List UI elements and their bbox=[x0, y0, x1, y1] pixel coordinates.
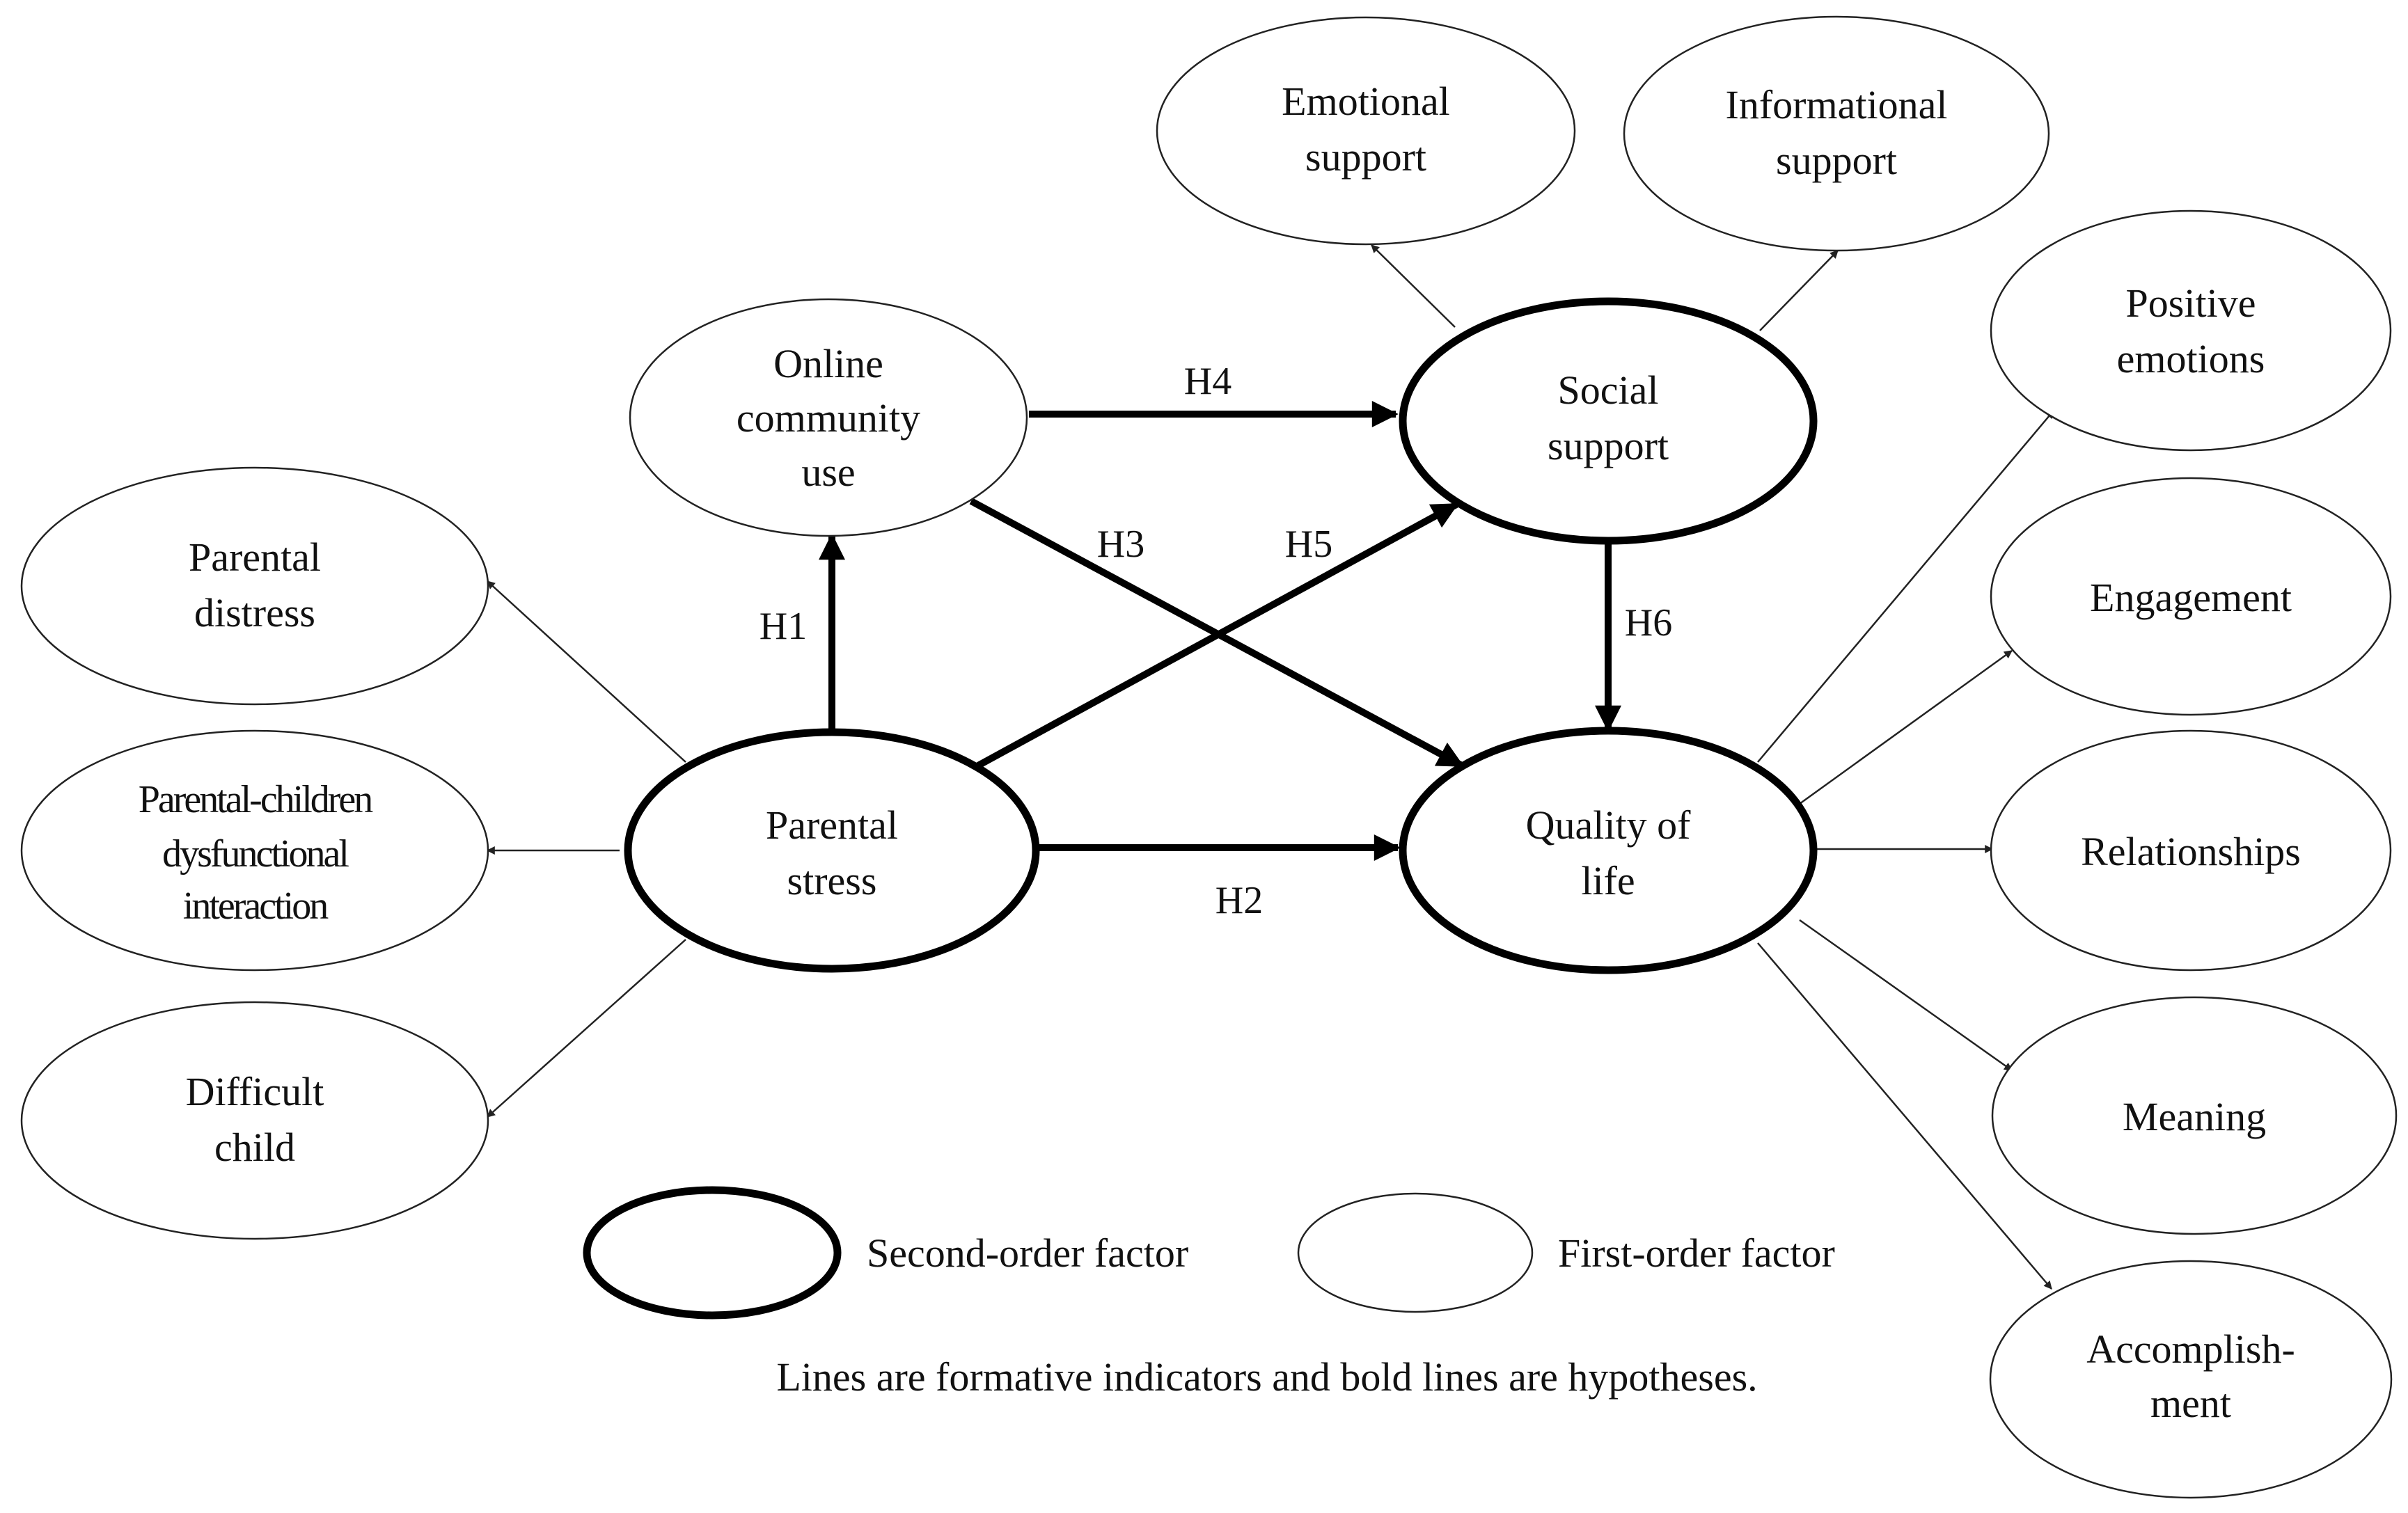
indicator-line-emotional-support bbox=[1371, 244, 1456, 328]
node-label-line: community bbox=[737, 395, 920, 441]
indicator-line-positive-emotions bbox=[1757, 410, 2054, 763]
hypothesis-lines bbox=[819, 401, 1621, 861]
hypothesis-labels: H1 H2 H3 H4 H5 H6 bbox=[760, 360, 1672, 922]
indicator-line-difficult-child bbox=[487, 939, 686, 1118]
node-label-line: Difficult bbox=[186, 1069, 324, 1114]
hypothesis-label-h6: H6 bbox=[1625, 601, 1672, 644]
node-emotional-support: Emotional support bbox=[1156, 16, 1576, 246]
node-label-line: Parental bbox=[189, 534, 321, 580]
diagram-caption: Lines are formative indicators and bold … bbox=[776, 1354, 1757, 1400]
node-label-line: interaction bbox=[183, 885, 329, 928]
indicator-line-parental-distress bbox=[487, 580, 686, 763]
legend-second-order-label: Second-order factor bbox=[867, 1230, 1188, 1276]
node-label-line: dysfunctional bbox=[162, 832, 349, 876]
indicator-line-accomplishment bbox=[1757, 942, 2052, 1290]
node-label-line: Quality of bbox=[1526, 802, 1691, 848]
hypothesis-label-h1: H1 bbox=[760, 605, 807, 648]
node-parental-children-dysfunctional-interaction: Parental-children dysfunctional interact… bbox=[20, 729, 489, 972]
legend-first-order-swatch bbox=[1297, 1192, 1534, 1313]
node-label-line: ment bbox=[2150, 1381, 2231, 1426]
node-meaning: Meaning bbox=[1991, 996, 2398, 1235]
node-parental-distress: Parental distress bbox=[20, 466, 489, 706]
node-label-line: use bbox=[801, 450, 855, 495]
node-label-line: Positive bbox=[2126, 280, 2256, 326]
hypothesis-label-h4: H4 bbox=[1184, 360, 1231, 403]
node-label-line: Social bbox=[1558, 367, 1659, 413]
node-informational-support: Informational support bbox=[1623, 15, 2050, 252]
node-label-line: distress bbox=[194, 590, 315, 635]
node-label-line: support bbox=[1548, 423, 1669, 468]
node-label-line: Informational bbox=[1726, 82, 1948, 127]
legend: Second-order factor First-order factor bbox=[583, 1186, 1835, 1320]
node-label-line: support bbox=[1305, 134, 1426, 180]
node-label-line: Parental-children bbox=[139, 778, 374, 821]
formative-indicator-lines bbox=[486, 244, 2054, 1290]
node-label-line: Emotional bbox=[1282, 79, 1450, 124]
node-label-line: support bbox=[1776, 138, 1897, 183]
node-label-line: emotions bbox=[2117, 336, 2265, 381]
node-label-line: Relationships bbox=[2081, 829, 2301, 874]
node-social-support: Social support bbox=[1399, 297, 1818, 545]
node-label-line: Engagement bbox=[2090, 575, 2292, 620]
hypothesis-label-h5: H5 bbox=[1285, 523, 1332, 566]
node-label-line: life bbox=[1581, 858, 1635, 903]
node-label-line: stress bbox=[787, 858, 877, 903]
indicator-line-informational-support bbox=[1759, 250, 1839, 331]
node-engagement: Engagement bbox=[1990, 477, 2392, 716]
node-label-line: Meaning bbox=[2123, 1094, 2266, 1139]
legend-second-order-swatch bbox=[583, 1186, 842, 1320]
node-label-line: Parental bbox=[766, 802, 898, 848]
node-accomplishment: Accomplish- ment bbox=[1989, 1260, 2393, 1499]
node-quality-of-life: Quality of life bbox=[1399, 727, 1818, 974]
hypothesis-line-h5 bbox=[976, 501, 1459, 769]
hypothesis-label-h2: H2 bbox=[1215, 879, 1263, 922]
node-difficult-child: Difficult child bbox=[20, 1001, 489, 1240]
node-label-line: child bbox=[214, 1125, 295, 1170]
indicator-line-engagement bbox=[1799, 649, 2013, 805]
node-label-line: Accomplish- bbox=[2086, 1326, 2295, 1372]
node-relationships: Relationships bbox=[1990, 729, 2392, 972]
node-label-line: Online bbox=[773, 341, 883, 386]
node-parental-stress: Parental stress bbox=[624, 728, 1040, 973]
legend-first-order-label: First-order factor bbox=[1558, 1230, 1835, 1276]
hypothesis-label-h3: H3 bbox=[1097, 523, 1144, 566]
indicator-line-meaning bbox=[1799, 919, 2013, 1072]
node-positive-emotions: Positive emotions bbox=[1990, 209, 2392, 452]
node-online-community-use: Online community use bbox=[629, 298, 1028, 537]
